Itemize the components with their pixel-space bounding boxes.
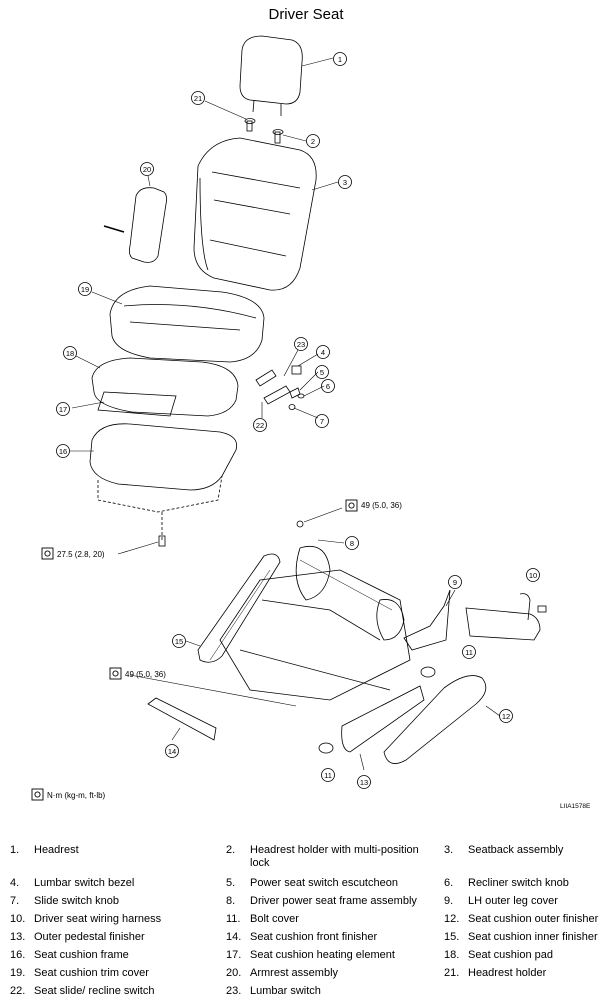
svg-text:11: 11: [465, 648, 473, 657]
callout-3: 3: [338, 175, 352, 189]
torque-text-lower: 49 (5.0, 36): [125, 670, 166, 679]
callout-11a: 11: [462, 645, 476, 659]
svg-text:20: 20: [143, 165, 151, 174]
callout-16: 16: [56, 444, 70, 458]
callout-19: 19: [78, 282, 92, 296]
svg-text:17: 17: [59, 405, 67, 414]
torque-leader-lower: [129, 674, 297, 707]
figure-code: LIIA1578E: [560, 803, 591, 810]
svg-text:14: 14: [168, 747, 176, 756]
callout-5: 5: [315, 365, 329, 379]
svg-text:21: 21: [194, 94, 202, 103]
callout-1: 1: [333, 52, 347, 66]
callout-12: 12: [499, 709, 513, 723]
svg-text:15: 15: [175, 637, 183, 646]
torque-icon-cushion: [41, 547, 54, 560]
parts-legend: 1.Headrest 2.Headrest holder with multi-…: [10, 844, 599, 997]
svg-text:3: 3: [343, 178, 347, 187]
callout-4: 4: [316, 345, 330, 359]
svg-text:18: 18: [66, 349, 74, 358]
cushion-frame: [70, 423, 238, 547]
torque-text-upper: 49 (5.0, 36): [361, 501, 402, 510]
svg-text:2: 2: [311, 137, 315, 146]
svg-text:13: 13: [360, 778, 368, 787]
svg-text:11: 11: [324, 771, 332, 780]
cushion-pad: [75, 355, 239, 417]
heating-element: [71, 391, 177, 417]
seatback-part: [193, 137, 339, 291]
svg-text:4: 4: [321, 348, 325, 357]
callout-18: 18: [63, 346, 77, 360]
torque-unit-note: N·m (kg-m, ft-lb): [47, 791, 106, 800]
bolt-cover-lower: [318, 742, 334, 754]
callout-22: 22: [253, 418, 267, 432]
svg-text:19: 19: [81, 285, 89, 294]
callout-14: 14: [165, 744, 179, 758]
torque-leader-cushion: [117, 541, 159, 555]
outer-finisher: [383, 675, 501, 764]
svg-text:23: 23: [297, 340, 305, 349]
front-finisher: [147, 697, 217, 741]
svg-text:5: 5: [320, 368, 324, 377]
svg-text:22: 22: [256, 421, 264, 430]
svg-text:12: 12: [502, 712, 510, 721]
svg-text:16: 16: [59, 447, 67, 456]
outer-pedestal-finisher: [341, 685, 425, 771]
callout-11b: 11: [321, 768, 335, 782]
armrest-part: [103, 175, 168, 263]
wiring-harness: [465, 593, 547, 641]
callout-13: 13: [357, 775, 371, 789]
svg-text:1: 1: [338, 55, 342, 64]
headrest-part: [239, 35, 334, 116]
switch-parts: [255, 349, 325, 419]
svg-text:6: 6: [326, 382, 330, 391]
callout-17: 17: [56, 402, 70, 416]
callout-21: 21: [191, 91, 205, 105]
torque-icon-legend: [31, 788, 44, 801]
exploded-seat-diagram: 49 (5.0, 36) 27.5 (2.8, 20) 49 (5.0, 36)…: [31, 35, 591, 810]
torque-icon-lower: [109, 667, 122, 680]
outer-leg-cover: [403, 589, 456, 651]
inner-finisher: [185, 553, 281, 663]
torque-icon-upper: [345, 499, 358, 512]
page-title: Driver Seat: [268, 6, 344, 23]
callout-23: 23: [294, 337, 308, 351]
torque-leader-upper: [303, 507, 343, 523]
svg-text:7: 7: [320, 417, 324, 426]
callout-7: 7: [315, 414, 329, 428]
torque-text-cushion: 27.5 (2.8, 20): [57, 550, 105, 559]
svg-text:8: 8: [350, 539, 354, 548]
callout-9: 9: [448, 575, 462, 589]
callout-10: 10: [526, 568, 540, 582]
callout-8: 8: [345, 536, 359, 550]
callout-20: 20: [140, 162, 154, 176]
callout-6: 6: [321, 379, 335, 393]
svg-text:10: 10: [529, 571, 537, 580]
bolt-cover-upper: [420, 666, 436, 678]
callout-15: 15: [172, 634, 186, 648]
headrest-holders: [204, 100, 307, 144]
svg-text:9: 9: [453, 578, 457, 587]
power-seat-frame: [209, 520, 411, 701]
callout-2: 2: [306, 134, 320, 148]
cushion-trim-cover: [91, 285, 265, 363]
